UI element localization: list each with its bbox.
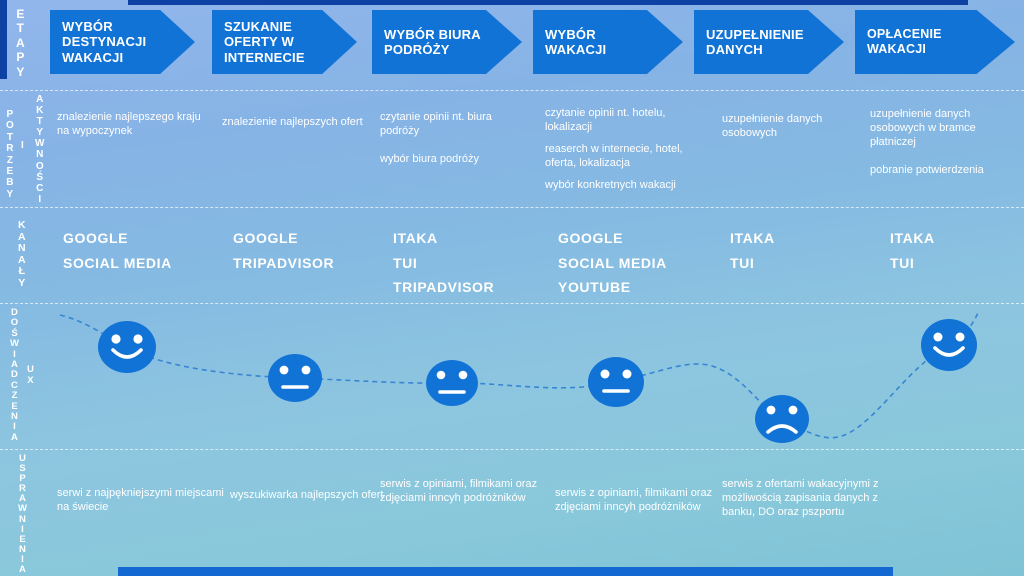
stage-title: WYBÓR DESTYNACJI WAKACJI	[62, 19, 147, 65]
channel-item: ITAKA	[890, 230, 935, 246]
channel-item: TUI	[890, 254, 915, 271]
channel-item: TUI	[730, 254, 755, 271]
need-item: znalezienie najlepszych ofert	[222, 116, 363, 128]
journey-curve	[59, 312, 979, 439]
face-neutral-icon	[426, 360, 478, 406]
channel-item: YOUTUBE	[558, 279, 631, 295]
needs-col-1: znalezienie najlepszego kraju na wypoczy…	[57, 110, 209, 152]
channel-item: TRIPADVISOR	[233, 254, 335, 271]
row-separator	[0, 303, 1024, 304]
channel-item: GOOGLE	[558, 230, 624, 246]
stage-arrow-5: UZUPEŁNIENIE DANYCH	[694, 10, 844, 74]
stage-arrow-2: SZUKANIE OFERTY W INTERNECIE	[212, 10, 357, 74]
channels-col-2: GOOGLE TRIPADVISOR	[233, 226, 334, 275]
needs-col-3: czytanie opinii nt. biura podróży wybór …	[380, 110, 532, 180]
channel-item: TUI	[393, 254, 418, 271]
need-item: czytanie opinii nt. biura podróży	[380, 111, 492, 138]
row-separator	[0, 90, 1024, 91]
need-item: pobranie potwierdzenia	[870, 164, 984, 177]
face-mouth	[111, 348, 143, 359]
stage-title: SZUKANIE OFERTY W INTERNECIE	[224, 19, 305, 65]
channel-item: TRIPADVISOR	[393, 279, 495, 295]
channel-item: ITAKA	[393, 230, 438, 246]
face-happy-icon	[921, 319, 977, 371]
improvement-col-2: wyszukiwarka najlepszych ofert	[230, 488, 390, 516]
needs-col-2: znalezienie najlepszych ofert	[222, 115, 374, 143]
channel-item: GOOGLE	[63, 230, 129, 246]
improvement-col-1: serwi z najpękniejszymi miejscami na świ…	[57, 486, 227, 528]
channel-item: SOCIAL MEDIA	[558, 254, 667, 271]
face-mouth	[933, 346, 965, 357]
channels-col-3: ITAKA TUI TRIPADVISOR	[393, 226, 494, 300]
row-separator	[0, 449, 1024, 450]
channels-col-1: GOOGLE SOCIAL MEDIA	[63, 226, 172, 275]
stage-arrow-3: WYBÓR BIURA PODRÓŻY	[372, 10, 522, 74]
improvement-col-4: serwis z opiniami, filmikami oraz zdjęci…	[555, 486, 715, 528]
stage-arrow-4: WYBÓR WAKACJI	[533, 10, 683, 74]
face-neutral-icon	[268, 354, 322, 402]
frame-top-edge	[128, 0, 968, 5]
bottom-accent-bar	[118, 567, 893, 576]
row-label-i: I	[21, 140, 24, 151]
improvement-item: serwis z opiniami, filmikami oraz zdjęci…	[555, 487, 713, 514]
channel-item: SOCIAL MEDIA	[63, 254, 172, 271]
face-sad-icon	[755, 395, 809, 443]
stage-title: WYBÓR WAKACJI	[545, 26, 607, 57]
stage-title: WYBÓR BIURA PODRÓŻY	[384, 26, 481, 57]
improvement-item: serwis z ofertami wakacyjnymi z możliwoś…	[722, 478, 879, 519]
need-item: reaserch w internecie, hotel, oferta, lo…	[545, 143, 683, 170]
face-happy-icon	[98, 321, 156, 373]
channels-col-4: GOOGLE SOCIAL MEDIA YOUTUBE	[558, 226, 667, 300]
face-mouth	[766, 424, 798, 434]
needs-col-6: uzupełnienie danych osobowych w bramce p…	[870, 107, 1018, 191]
stage-arrow-1: WYBÓR DESTYNACJI WAKACJI	[50, 10, 195, 74]
channels-col-5: ITAKA TUI	[730, 226, 775, 275]
need-item: czytanie opinii nt. hotelu, lokalizacji	[545, 107, 666, 134]
frame-left-edge	[0, 0, 7, 79]
improvement-col-3: serwis z opiniami, filmikami oraz zdjęci…	[380, 477, 540, 519]
need-item: znalezienie najlepszego kraju na wypoczy…	[57, 111, 201, 138]
stage-title: OPŁACENIE WAKACJI	[867, 27, 942, 56]
needs-col-4: czytanie opinii nt. hotelu, lokalizacji …	[545, 106, 695, 200]
needs-col-5: uzupełnienie danych osobowych	[722, 112, 874, 154]
need-item: uzupełnienie danych osobowych w bramce p…	[870, 108, 976, 149]
channel-item: GOOGLE	[233, 230, 299, 246]
stage-arrow-6: OPŁACENIE WAKACJI	[855, 10, 1015, 74]
channel-item: ITAKA	[730, 230, 775, 246]
improvement-item: wyszukiwarka najlepszych ofert	[230, 489, 384, 501]
face-neutral-icon	[588, 357, 644, 407]
row-separator	[0, 207, 1024, 208]
need-item: uzupełnienie danych osobowych	[722, 113, 823, 140]
stage-title: UZUPEŁNIENIE DANYCH	[706, 26, 804, 57]
improvement-col-5: serwis z ofertami wakacyjnymi z możliwoś…	[722, 477, 912, 533]
need-item: wybór biura podróży	[380, 153, 480, 166]
channels-col-6: ITAKA TUI	[890, 226, 935, 275]
need-item: wybór konkretnych wakacji	[545, 179, 676, 192]
improvement-item: serwis z opiniami, filmikami oraz zdjęci…	[380, 478, 538, 505]
improvement-item: serwi z najpękniejszymi miejscami na świ…	[57, 487, 224, 514]
